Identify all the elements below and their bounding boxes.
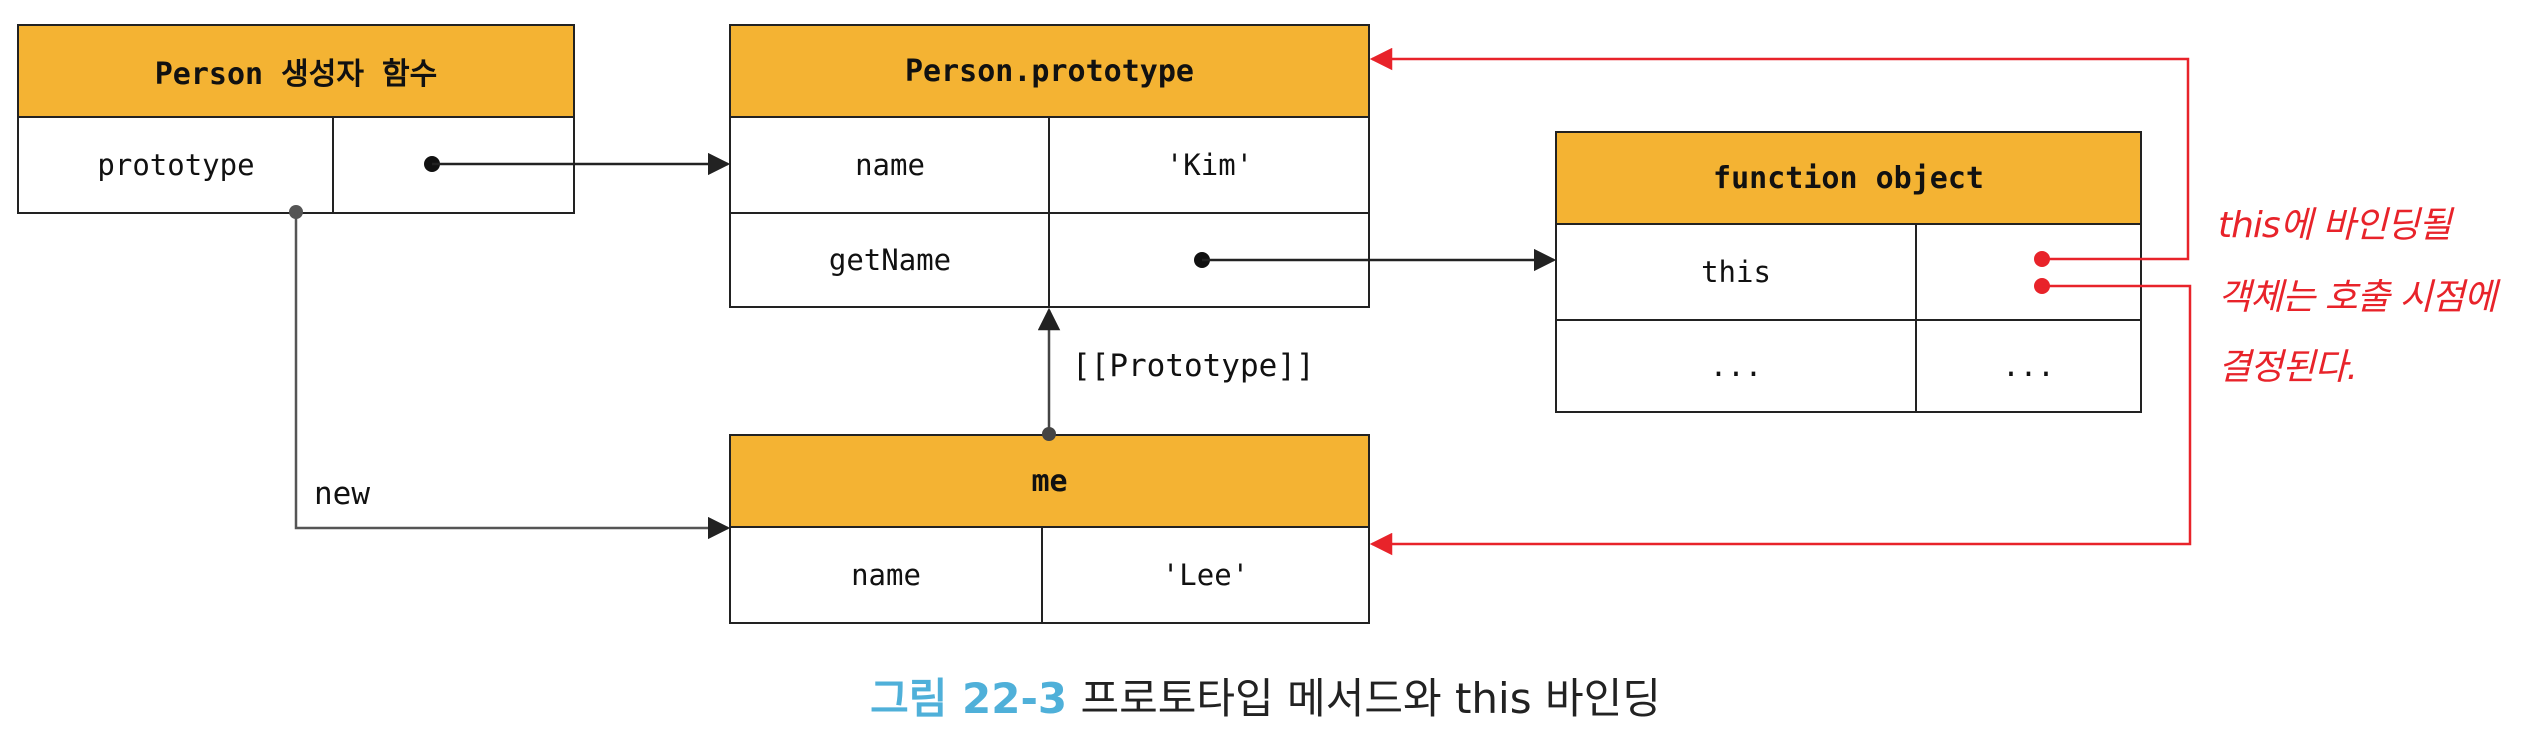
constructor-prototype-key: prototype [97,148,255,182]
prototype-chain-label: [[Prototype]] [1072,348,1315,384]
function-row-divider [1557,319,2140,321]
new-label: new [314,476,370,512]
constructor-function-box: Person 생성자 함수 prototype [17,24,575,214]
function-object-title: function object [1557,133,2140,225]
me-name-key: name [851,558,921,592]
prototype-getname-key: getName [828,243,952,277]
figure-title: 프로토타입 메서드와 this 바인딩 [1080,674,1661,723]
function-ellipsis-value: ... [2002,349,2055,383]
getname-reference-arrow [1194,248,1557,272]
annotation-line-2: 객체는 호출 시점에 [2218,277,2497,318]
me-instance-title: me [731,436,1368,528]
prototype-reference-arrow [424,152,731,176]
function-column-divider [1915,225,1917,411]
constructor-row-divider [332,118,334,212]
this-binding-arrow-instance [1369,278,2192,556]
prototype-chain-arrow [1037,307,1061,441]
person-prototype-title: Person.prototype [731,26,1368,118]
function-this-key: this [1701,255,1771,289]
new-instance-arrow [289,205,731,540]
figure-caption: 그림 22-3 프로토타입 메서드와 this 바인딩 [0,665,2531,726]
me-column-divider [1041,528,1043,622]
function-object-box: function object this ... ... [1555,131,2142,413]
me-name-value: 'Lee' [1161,558,1250,592]
this-binding-arrow-prototype [1369,47,2190,267]
me-instance-box: me name 'Lee' [729,434,1370,624]
figure-number: 그림 22-3 [870,674,1068,723]
annotation-line-3: 결정된다. [2218,347,2358,388]
annotation-line-1: this에 바인딩될 [2218,205,2452,246]
function-ellipsis-key: ... [1709,349,1763,383]
prototype-column-divider [1048,118,1050,306]
prototype-name-value: 'Kim' [1165,148,1254,182]
constructor-function-title: Person 생성자 함수 [19,26,573,118]
prototype-name-key: name [855,148,925,182]
